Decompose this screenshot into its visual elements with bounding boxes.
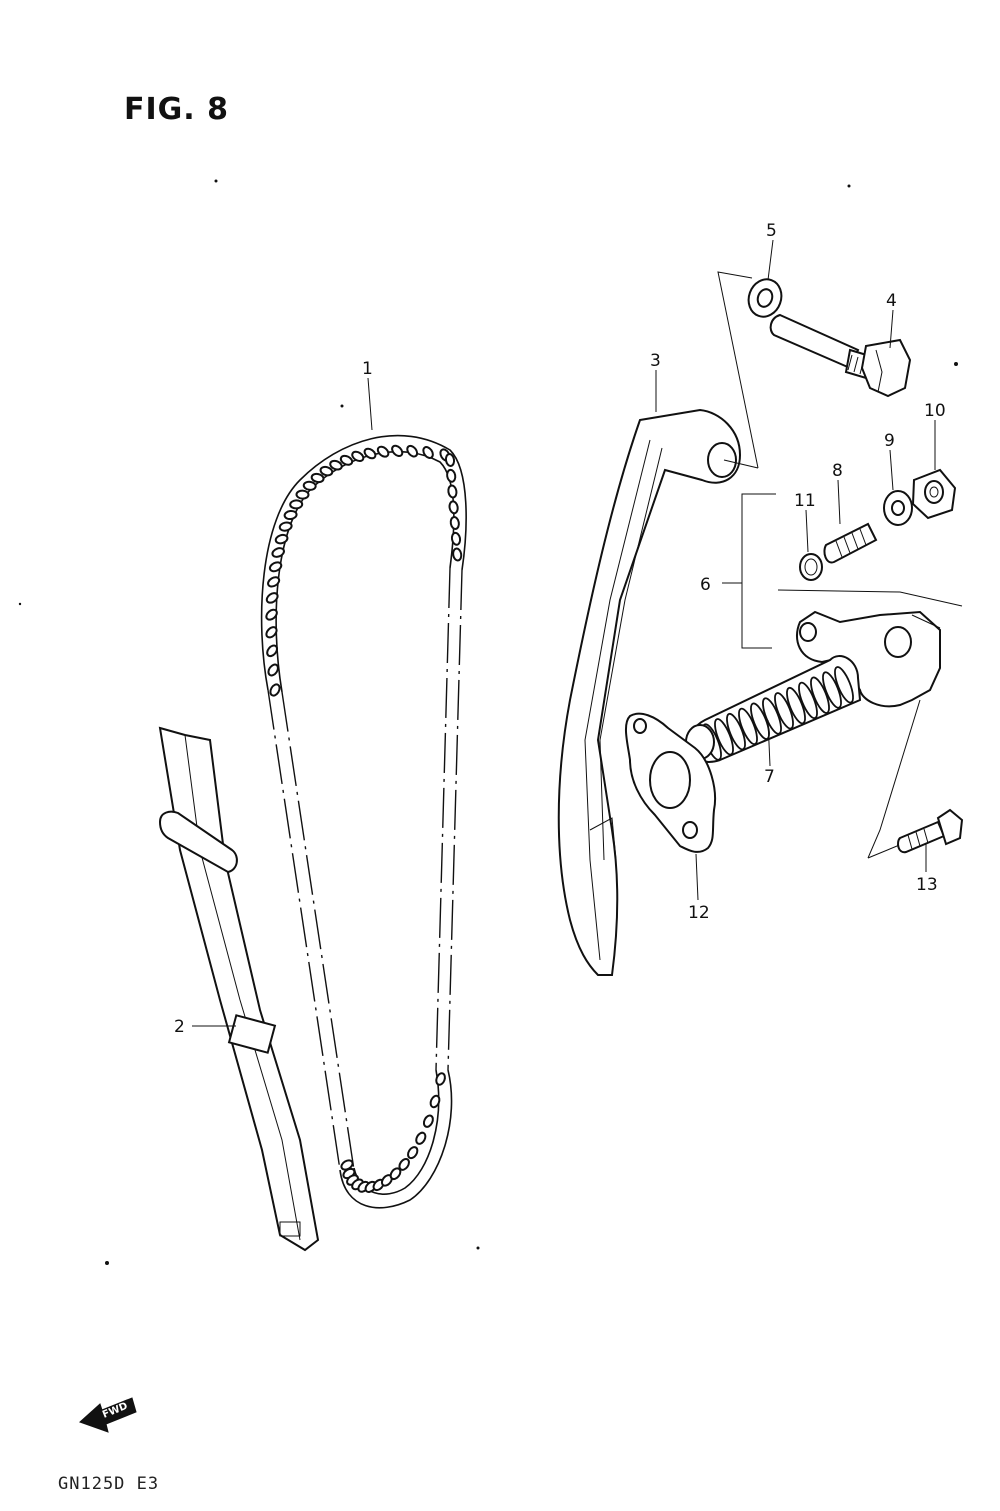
gasket-12: [624, 712, 716, 853]
chain-link: [278, 521, 293, 532]
spring-coil: [834, 666, 854, 704]
chain-link: [351, 450, 365, 463]
chain-link: [268, 561, 283, 573]
chain-link: [422, 1114, 434, 1128]
chain-link: [449, 516, 460, 530]
chain-link: [310, 472, 325, 484]
chain-link: [452, 547, 463, 562]
chain-link: [447, 484, 458, 499]
nut-10: [911, 468, 957, 520]
chain-link: [407, 1146, 419, 1160]
spring-coil: [714, 718, 734, 756]
chain-link: [267, 663, 279, 677]
chain-link: [339, 454, 354, 466]
chain-link: [329, 459, 343, 471]
callout-13: 13: [916, 875, 938, 895]
chain-link: [391, 444, 404, 458]
figure-title: FIG. 8: [124, 92, 229, 127]
chain-link: [265, 608, 278, 621]
leader-lines: [192, 239, 936, 1027]
chain-link: [289, 499, 304, 510]
chain-link: [422, 446, 434, 459]
washer-5: [747, 278, 783, 318]
cam-chain: [260, 434, 467, 1209]
chain-link: [271, 547, 285, 558]
callout-4: 4: [886, 291, 897, 311]
callout-labels: 1 2 3 4 5 6 7 8 9 10 11 12 13: [174, 221, 946, 1037]
bolt-13: [897, 808, 964, 854]
chain-link: [435, 1072, 446, 1086]
chain-link: [406, 444, 419, 458]
spring-coil: [786, 686, 806, 725]
callout-8: 8: [832, 461, 843, 481]
callout-5: 5: [766, 221, 777, 241]
chain-link: [450, 531, 462, 546]
tensioner-arm: [557, 408, 742, 976]
callout-9: 9: [884, 431, 895, 451]
callout-11: 11: [794, 491, 816, 511]
callout-7: 7: [764, 767, 775, 787]
spring-coil: [822, 671, 842, 709]
callout-6: 6: [700, 575, 711, 595]
callout-2: 2: [174, 1017, 185, 1037]
screw-8: [823, 522, 878, 564]
callout-12: 12: [688, 903, 710, 923]
chain-link: [274, 533, 289, 545]
chain-link: [283, 509, 298, 521]
callout-10: 10: [924, 401, 946, 421]
forward-direction-marker: FWD: [79, 1397, 137, 1433]
chain-links-top: [265, 444, 463, 697]
spring-coil: [762, 697, 782, 735]
tensioner-adjuster-7: [685, 610, 941, 763]
chain-link: [319, 465, 334, 477]
spring-coil: [726, 712, 746, 751]
spring-coil: [798, 681, 818, 720]
scan-specks: [18, 179, 958, 1265]
model-code: GN125D E3: [58, 1474, 160, 1494]
chain-link: [415, 1131, 427, 1145]
spring-coil: [774, 692, 794, 730]
chain-link: [267, 576, 281, 588]
chain-link: [269, 683, 281, 697]
spring-coil: [750, 702, 770, 740]
washer-9: [883, 490, 913, 526]
chain-link: [295, 489, 310, 500]
callout-1: 1: [362, 359, 373, 379]
chain-link: [398, 1157, 410, 1171]
chain-link: [376, 445, 390, 458]
chain-link: [265, 592, 279, 604]
chain-link: [429, 1094, 441, 1109]
spring-coil: [738, 707, 758, 746]
chain-guide: [158, 726, 320, 1252]
chain-link: [266, 644, 279, 658]
chain-link: [446, 468, 457, 483]
chain-links-bottom: [340, 1072, 446, 1193]
chain-link: [302, 480, 317, 491]
bolt-4: [769, 313, 912, 398]
chain-link: [444, 453, 456, 467]
chain-link: [448, 500, 459, 515]
spring-coils: [702, 666, 854, 761]
spring-coil: [810, 676, 830, 714]
callout-3: 3: [650, 351, 661, 371]
chain-link: [363, 447, 377, 460]
o-ring-11: [799, 553, 823, 581]
chain-link: [265, 626, 278, 639]
